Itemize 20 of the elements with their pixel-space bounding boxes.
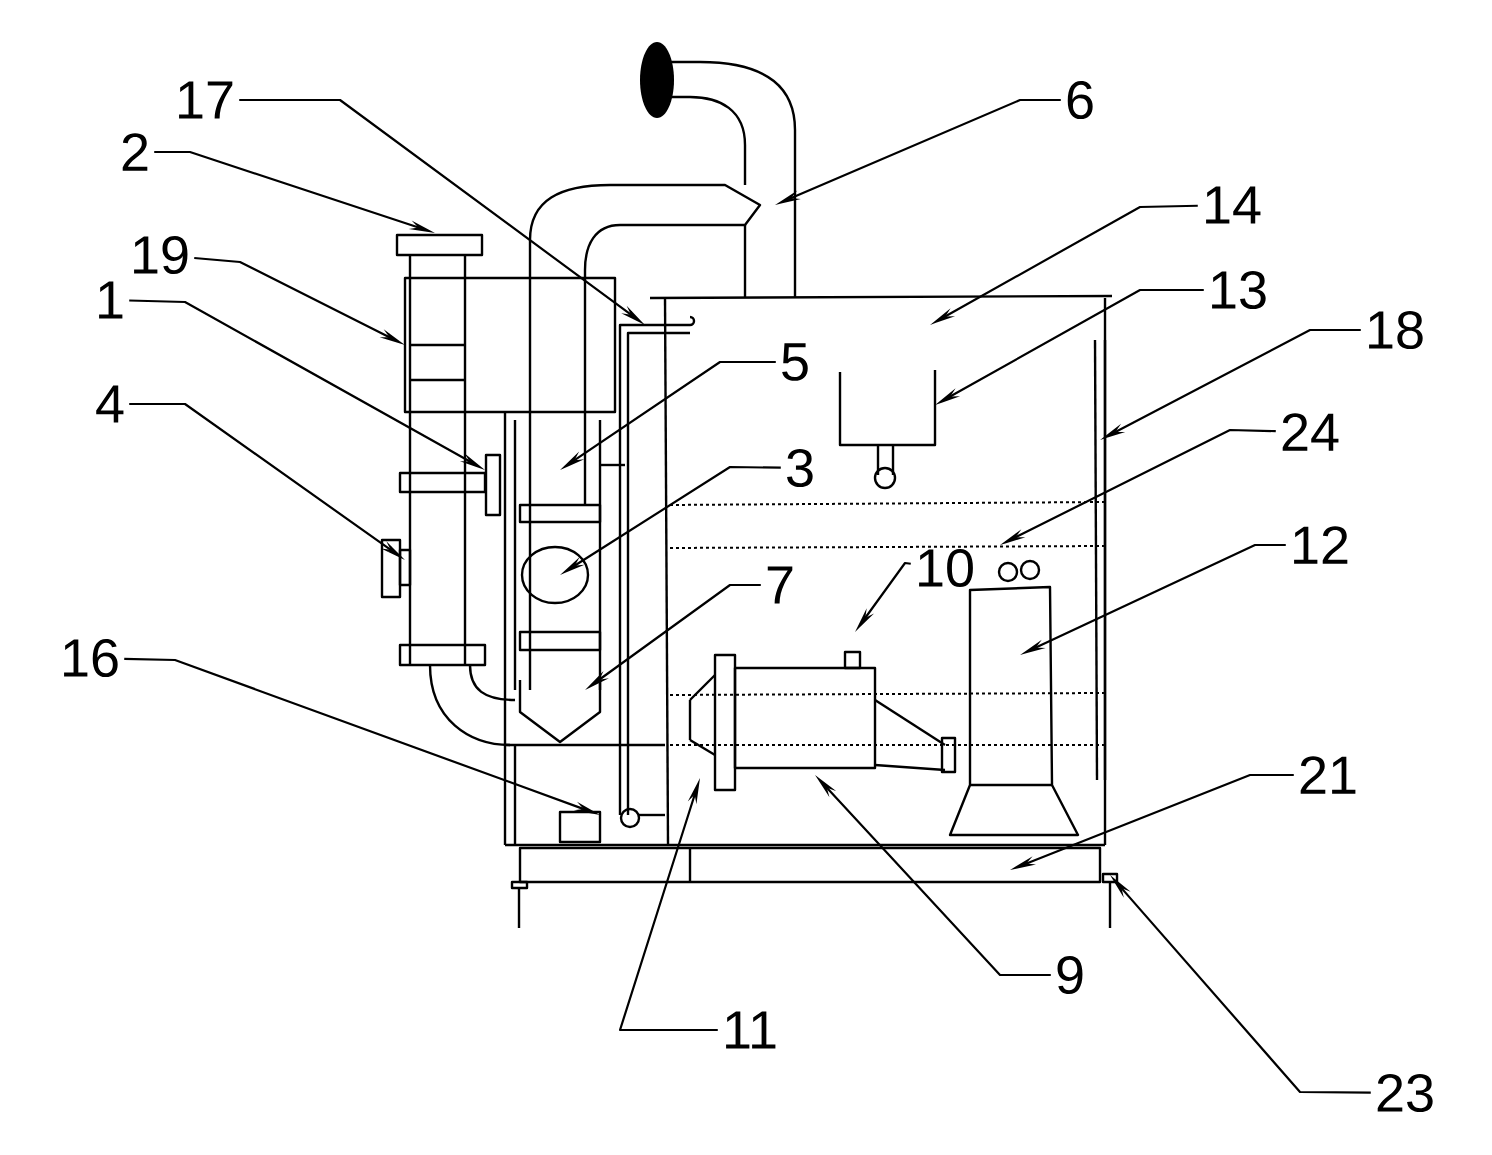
callout-number: 23 — [1377, 1073, 1433, 1113]
callout-number: 11 — [726, 1011, 776, 1049]
callout-number: 9 — [1057, 955, 1083, 995]
callout-number: 19 — [134, 235, 188, 275]
callout-number: 4 — [96, 385, 124, 423]
callout-number: 3 — [787, 448, 813, 488]
callout-number: 6 — [1067, 80, 1093, 120]
callout-number: 10 — [919, 548, 973, 588]
callout-number: 18 — [1369, 310, 1423, 350]
callout-number: 1 — [99, 281, 123, 319]
callout-number: 17 — [179, 81, 233, 119]
callout-number: 2 — [122, 133, 148, 171]
callout-number: 7 — [767, 566, 793, 604]
callout-number: 24 — [1282, 413, 1339, 451]
callout-number: 12 — [1294, 526, 1348, 564]
callout-number: 13 — [1212, 270, 1266, 310]
callout-number: 5 — [782, 343, 808, 381]
callout-number: 14 — [1206, 186, 1261, 224]
callout-number: 16 — [64, 638, 118, 678]
callout-number: 21 — [1300, 756, 1356, 794]
